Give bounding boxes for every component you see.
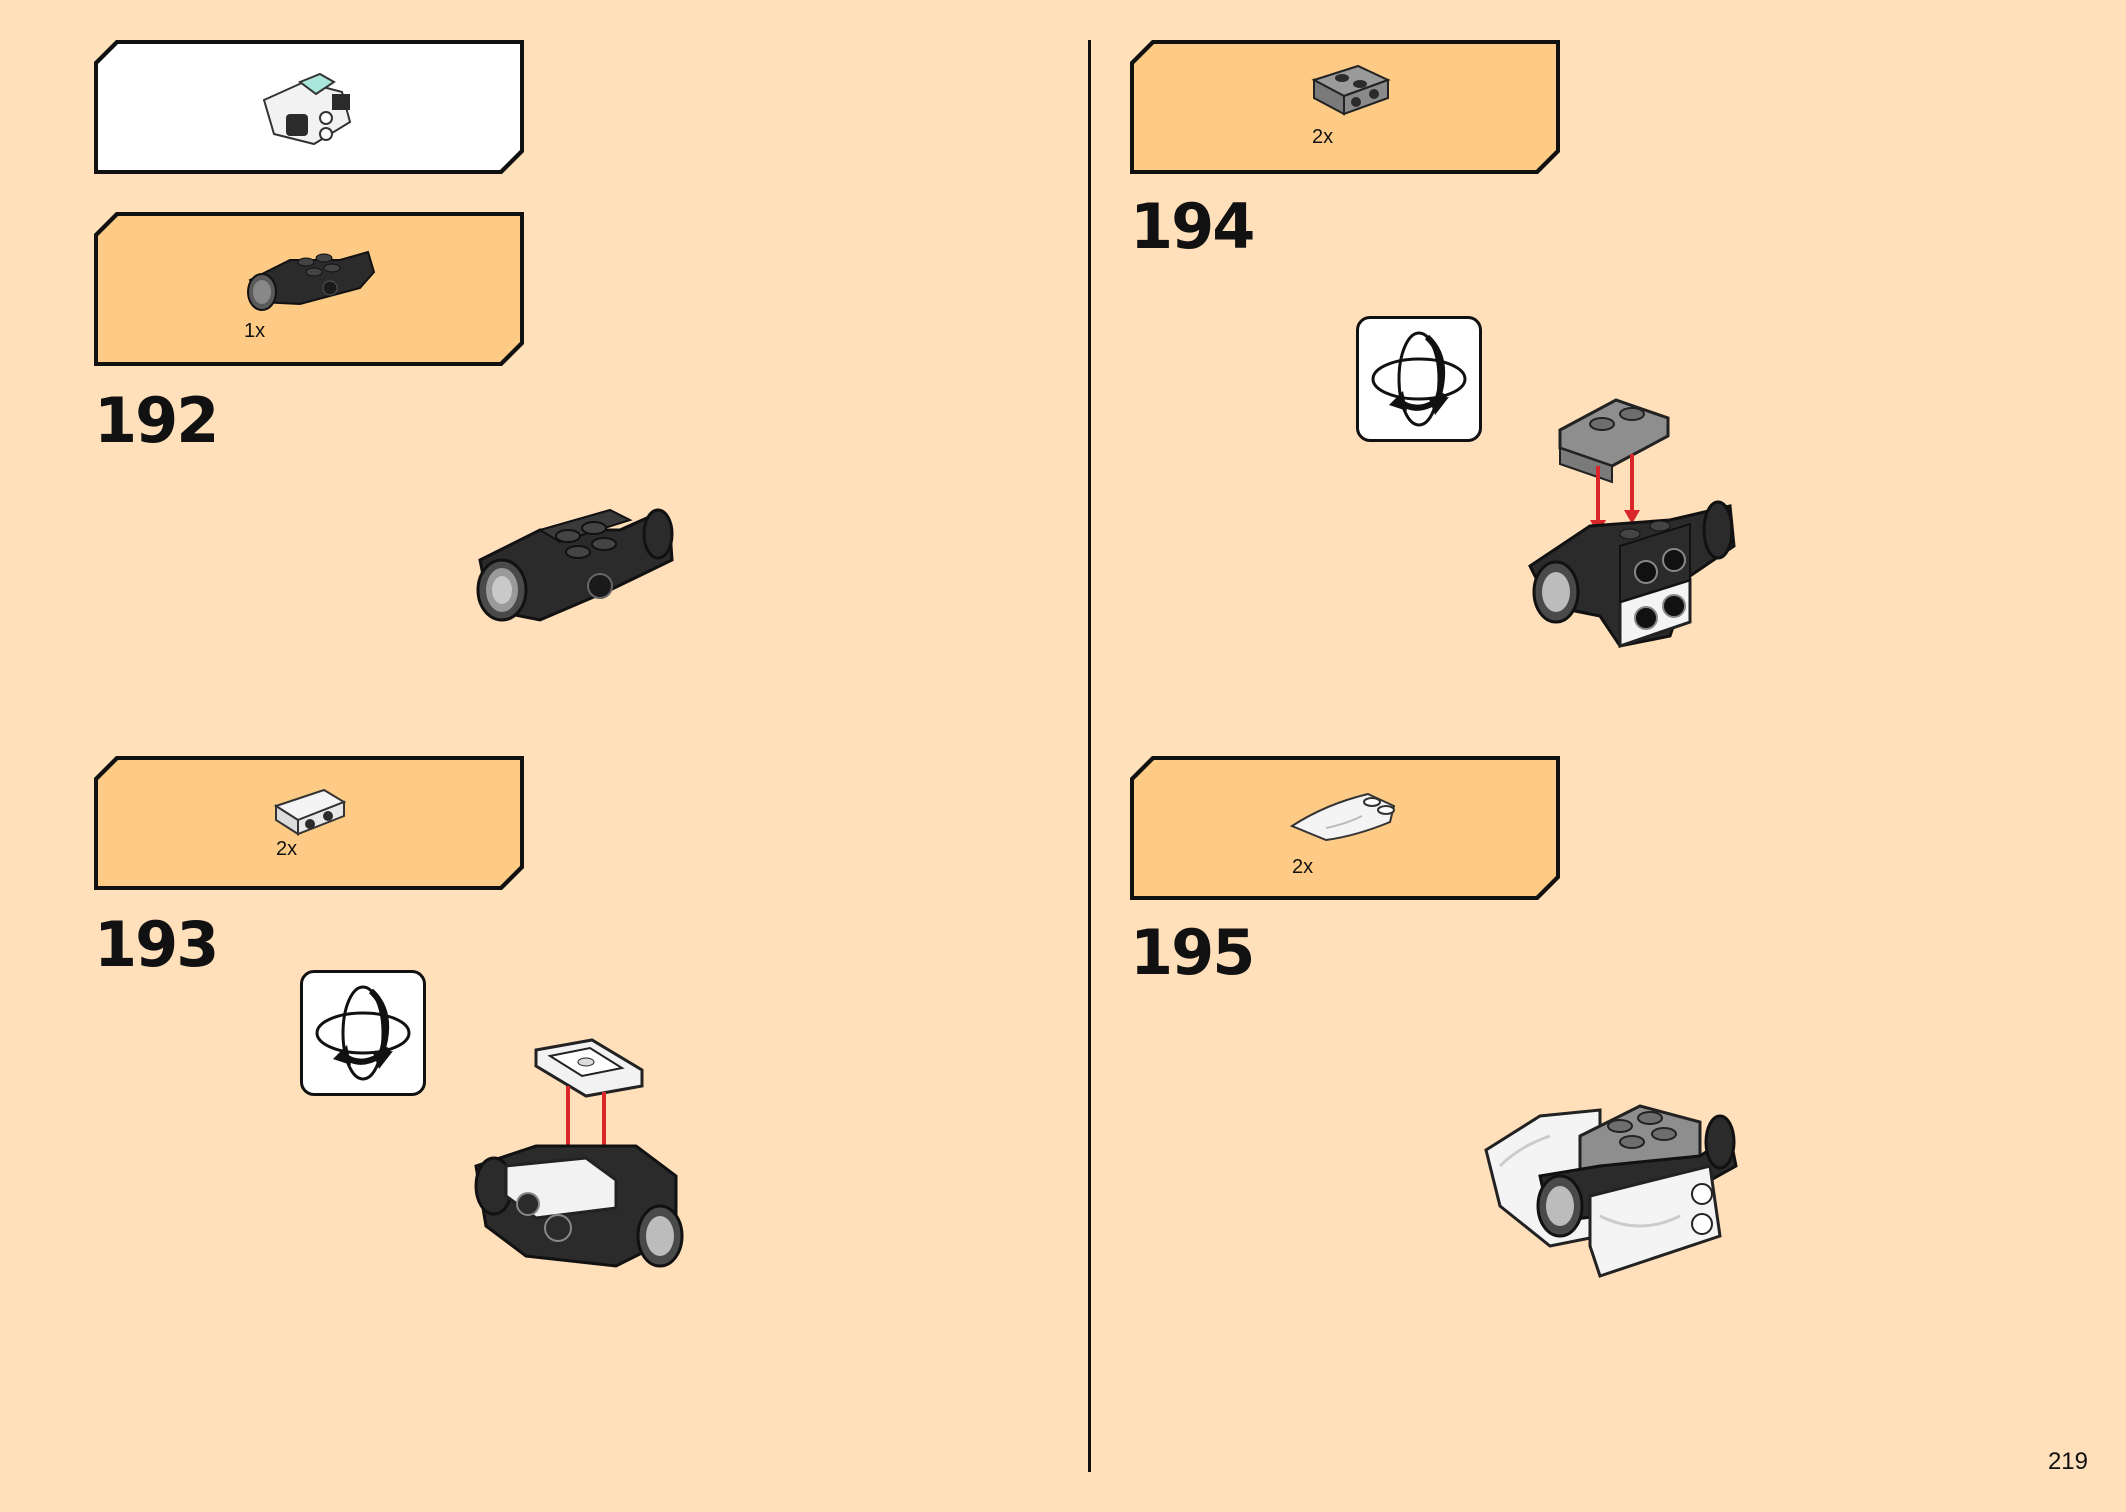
step-number: 194	[1130, 190, 1255, 263]
page-number: 219	[2047, 1448, 2088, 1475]
part-quantity: 1x	[244, 320, 266, 342]
parts-box-step-195: 2x	[1130, 756, 1560, 900]
submodel-preview-icon	[254, 52, 364, 162]
step-number: 193	[94, 908, 219, 981]
step-193-assembly-illustration	[474, 1038, 684, 1268]
parts-box-step-193: 2x	[94, 756, 524, 890]
step-194-assembly-illustration	[1528, 398, 1736, 649]
step-195-assembly-illustration	[1484, 1104, 1738, 1278]
step-number: 192	[94, 384, 219, 457]
black-technic-axle-block-icon	[240, 232, 380, 322]
page-divider	[1088, 40, 1091, 1472]
part-quantity: 2x	[1292, 856, 1314, 878]
step-number: 195	[1130, 916, 1255, 989]
parts-box-step-194: 2x	[1130, 40, 1560, 174]
submodel-preview-box	[94, 40, 524, 174]
white-bracket-plate-icon	[270, 780, 350, 840]
white-curved-slope-icon	[1286, 776, 1406, 856]
rotate-model-icon	[300, 970, 426, 1096]
part-quantity: 2x	[276, 838, 298, 860]
parts-box-step-192: 1x	[94, 212, 524, 366]
rotate-model-icon	[1356, 316, 1482, 442]
gray-bracket-plate-icon	[1308, 58, 1394, 122]
step-192-assembly-illustration	[476, 508, 674, 622]
part-quantity: 2x	[1312, 126, 1334, 148]
